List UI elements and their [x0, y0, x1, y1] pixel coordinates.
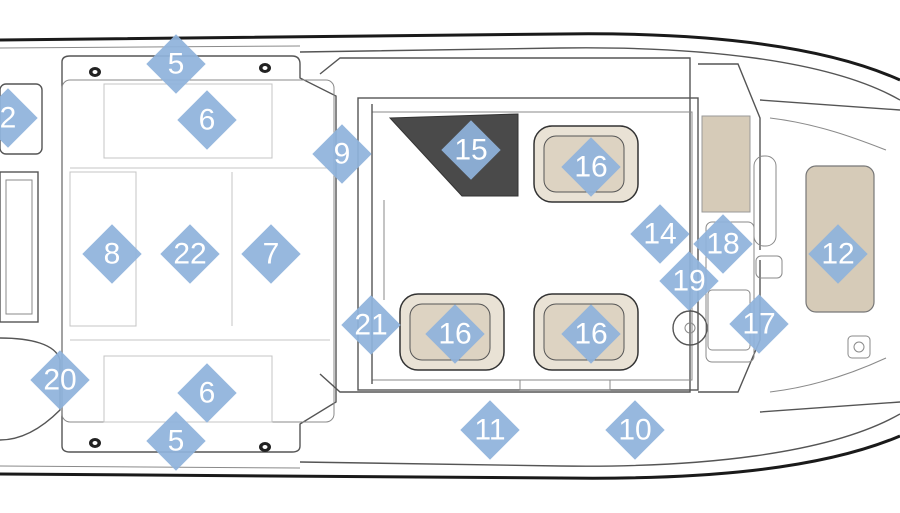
- callout-number: 2: [0, 102, 16, 135]
- steering-wheel-icon[interactable]: [672, 310, 708, 346]
- callout-number: 18: [706, 228, 739, 261]
- callout-19: 19: [659, 251, 719, 311]
- callout-number: 5: [168, 48, 185, 81]
- bow-rail-bottom: [769, 357, 887, 393]
- callout-18: 18: [693, 214, 753, 274]
- callout-17: 17: [729, 294, 789, 354]
- cabin-bulkhead-outline: [319, 57, 691, 393]
- swim-step-top: [0, 171, 39, 323]
- hull-outline-top: [0, 32, 900, 82]
- callout-number: 17: [742, 308, 775, 341]
- dash-switch: [755, 255, 783, 279]
- callout-21: 21: [341, 295, 401, 355]
- aft-locker: [0, 83, 43, 155]
- callout-number: 12: [821, 238, 854, 271]
- swim-step-inner: [5, 179, 33, 315]
- gunwale-inner-bottom: [299, 413, 900, 467]
- cleat-bottom-left-hole: [92, 441, 98, 445]
- dash-screen: [753, 155, 777, 247]
- callout-number: 6: [199, 104, 216, 137]
- gunwale-inner-top: [299, 47, 900, 101]
- callout-number: 8: [104, 238, 121, 271]
- callout-16: 16: [561, 137, 621, 197]
- callout-20: 20: [30, 350, 90, 410]
- callout-number: 10: [618, 414, 651, 447]
- side-shelf: [519, 379, 611, 391]
- windshield-top: [698, 63, 761, 250]
- callout-2: 2: [0, 88, 38, 148]
- anchor-locker-knob: [853, 341, 865, 353]
- callout-10: 10: [605, 400, 665, 460]
- steering-hub: [684, 322, 696, 334]
- callout-number: 9: [334, 138, 351, 171]
- hull-outline-bottom: [0, 434, 900, 480]
- callout-number: 14: [643, 218, 676, 251]
- callout-number: 5: [168, 425, 185, 458]
- cleat-bottom-right-hole: [262, 445, 268, 449]
- cockpit-deck-outline: [61, 55, 337, 453]
- callout-number: 7: [263, 238, 280, 271]
- anchor-locker: [847, 335, 871, 359]
- callout-number: 16: [574, 151, 607, 184]
- callout-number: 16: [574, 318, 607, 351]
- callout-9: 9: [312, 124, 372, 184]
- callout-7: 7: [241, 224, 301, 284]
- cleat-top-right-hole: [262, 66, 268, 70]
- sunpad-panel-top: [103, 83, 273, 159]
- bow-rail-top: [769, 117, 887, 151]
- cleat-top-left-hole: [92, 70, 98, 74]
- callout-number: 15: [454, 134, 487, 167]
- aft-cockpit: [61, 55, 337, 453]
- bow-deck-outline: [759, 99, 900, 413]
- callout-15: 15: [441, 120, 501, 180]
- callout-number: 20: [43, 364, 76, 397]
- callout-16: 16: [561, 304, 621, 364]
- callout-16: 16: [425, 304, 485, 364]
- callout-22: 22: [160, 224, 220, 284]
- callout-number: 21: [354, 309, 387, 342]
- hull-rubrail-top: [0, 45, 301, 49]
- callout-11: 11: [460, 400, 520, 460]
- hull-rubrail-bottom: [0, 465, 301, 469]
- callout-6: 6: [177, 363, 237, 423]
- callout-6: 6: [177, 90, 237, 150]
- callout-5: 5: [146, 411, 206, 471]
- callout-8: 8: [82, 224, 142, 284]
- callout-number: 6: [199, 377, 216, 410]
- callout-12: 12: [808, 224, 868, 284]
- helm-console: [672, 63, 783, 393]
- cleats: [89, 63, 271, 452]
- callout-number: 22: [173, 238, 206, 271]
- callout-number: 16: [438, 318, 471, 351]
- sunpad-panel-bottom: [103, 355, 273, 423]
- callout-14: 14: [630, 204, 690, 264]
- hull: [0, 32, 900, 480]
- console-cushion: [701, 115, 751, 213]
- callout-number: 19: [672, 265, 705, 298]
- callout-number: 11: [474, 414, 505, 447]
- callout-5: 5: [146, 34, 206, 94]
